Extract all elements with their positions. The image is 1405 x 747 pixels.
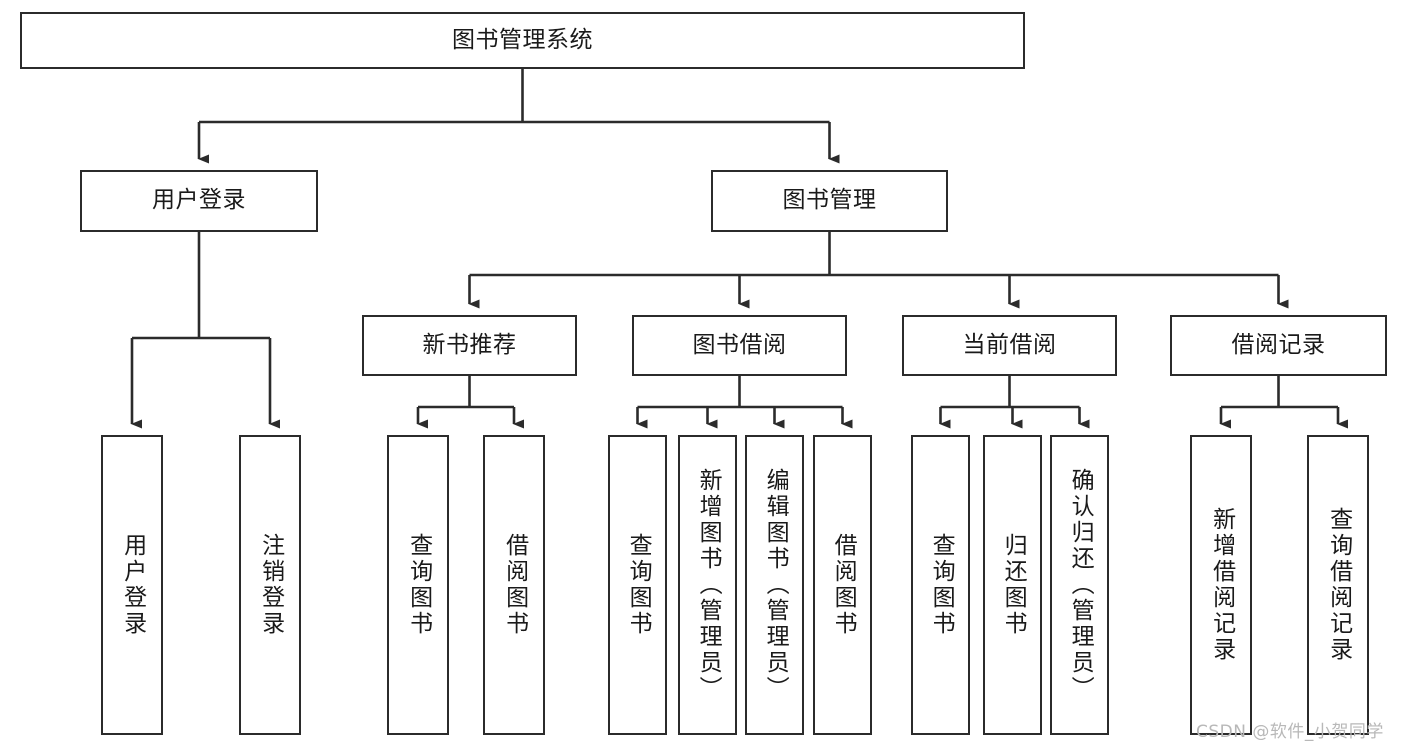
- node-book-management[interactable]: 图书管理: [711, 170, 948, 232]
- node-leaf-return-book[interactable]: 归还图书: [983, 435, 1042, 735]
- node-leaf-query-book-3[interactable]: 查询图书: [911, 435, 970, 735]
- node-leaf-confirm-return[interactable]: 确认归还（管理员）: [1050, 435, 1109, 735]
- node-label: 用户登录: [152, 187, 246, 214]
- node-new-book-recommend[interactable]: 新书推荐: [362, 315, 577, 376]
- node-label: 借阅记录: [1231, 331, 1326, 358]
- node-leaf-borrow-book-1[interactable]: 借阅图书: [483, 435, 545, 735]
- node-leaf-query-book-2[interactable]: 查询图书: [608, 435, 667, 735]
- node-leaf-query-book-1[interactable]: 查询图书: [387, 435, 449, 735]
- node-leaf-user-login[interactable]: 用户登录: [101, 435, 163, 735]
- node-leaf-edit-book[interactable]: 编辑图书（管理员）: [745, 435, 804, 735]
- node-label: 借阅图书: [830, 533, 857, 637]
- node-leaf-add-book[interactable]: 新增图书（管理员）: [678, 435, 737, 735]
- node-root-book-management-system[interactable]: 图书管理系统: [20, 12, 1025, 69]
- node-book-borrow[interactable]: 图书借阅: [632, 315, 847, 376]
- node-borrow-record[interactable]: 借阅记录: [1170, 315, 1387, 376]
- node-label: 编辑图书（管理员）: [762, 468, 789, 702]
- node-label: 图书借阅: [692, 331, 787, 358]
- node-label: 用户登录: [119, 533, 146, 637]
- node-user-login[interactable]: 用户登录: [80, 170, 318, 232]
- node-label: 借阅图书: [501, 533, 528, 637]
- node-label: 注销登录: [257, 533, 284, 637]
- watermark-credit: CSDN @软件_小贺同学: [1196, 722, 1384, 742]
- node-leaf-query-record[interactable]: 查询借阅记录: [1307, 435, 1369, 735]
- node-label: 新增图书（管理员）: [695, 468, 722, 702]
- node-leaf-borrow-book-2[interactable]: 借阅图书: [813, 435, 872, 735]
- node-label: 图书管理系统: [452, 26, 593, 53]
- node-label: 当前借阅: [962, 331, 1057, 358]
- node-label: 新增借阅记录: [1208, 507, 1235, 663]
- node-label: 查询图书: [625, 533, 652, 637]
- node-current-borrow[interactable]: 当前借阅: [902, 315, 1117, 376]
- node-leaf-add-record[interactable]: 新增借阅记录: [1190, 435, 1252, 735]
- node-label: 查询借阅记录: [1325, 507, 1352, 663]
- node-leaf-logout[interactable]: 注销登录: [239, 435, 301, 735]
- node-label: 新书推荐: [422, 331, 517, 358]
- node-label: 查询图书: [928, 533, 955, 637]
- node-label: 归还图书: [1000, 533, 1027, 637]
- node-label: 确认归还（管理员）: [1067, 468, 1094, 702]
- node-label: 图书管理: [782, 187, 877, 214]
- node-label: 查询图书: [405, 533, 432, 637]
